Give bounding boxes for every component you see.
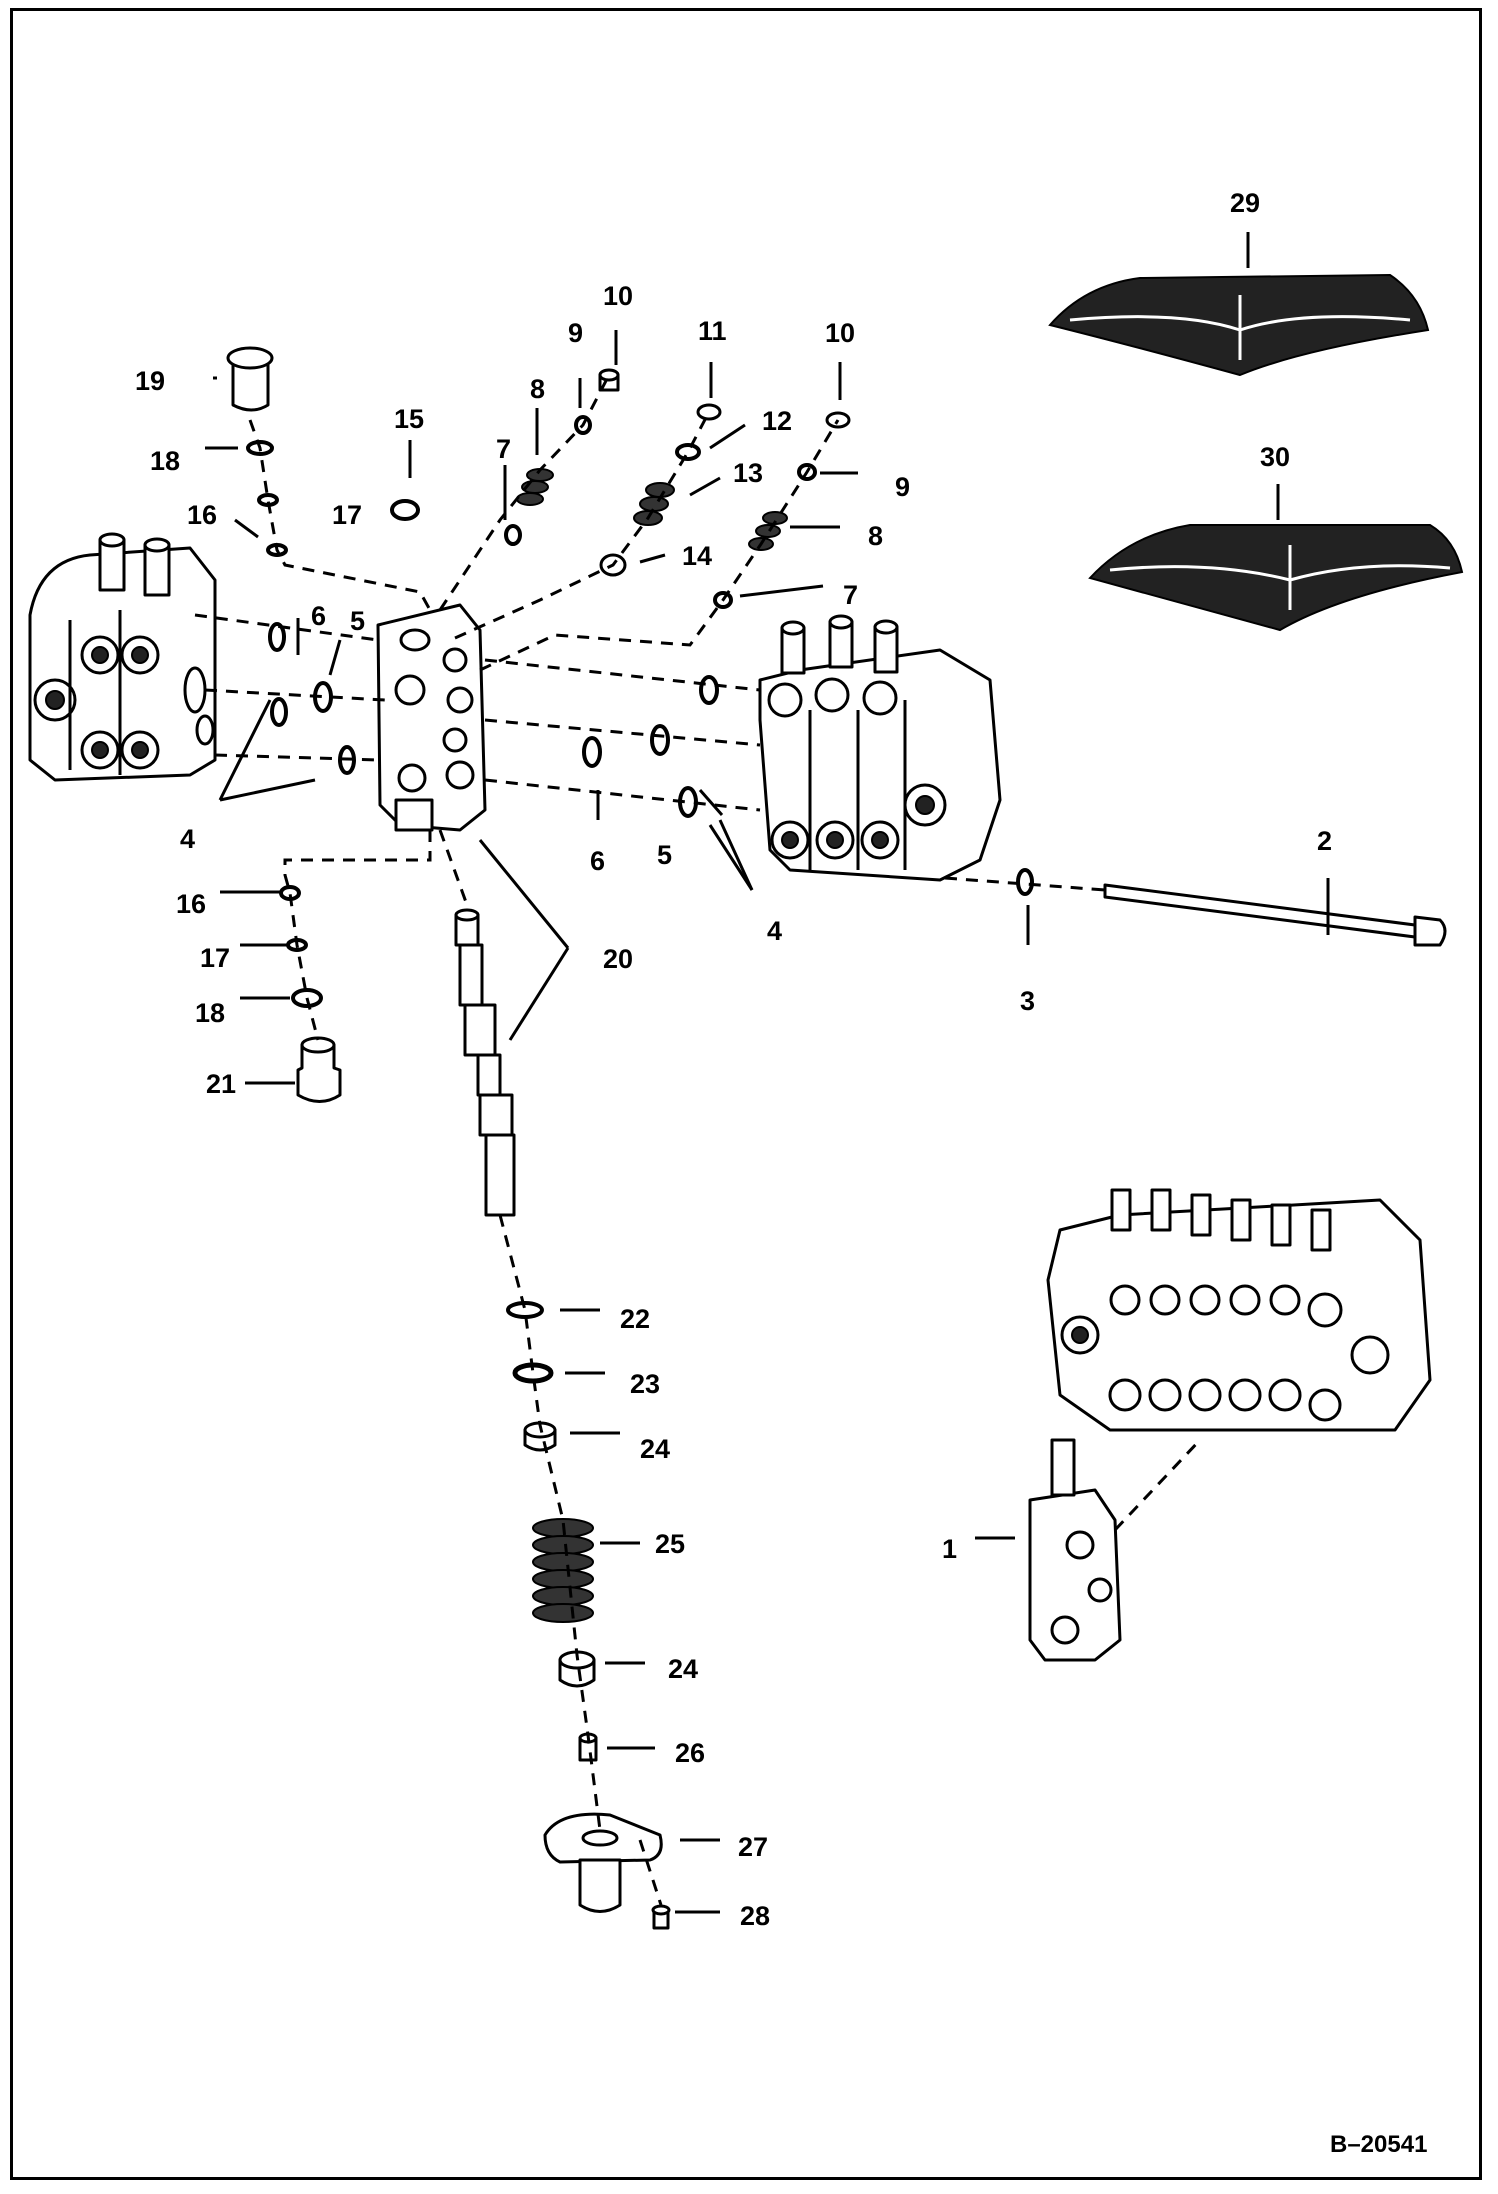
callout-19: 19	[135, 366, 165, 396]
callout-6: 6	[311, 601, 326, 631]
valve-section-left	[28, 532, 217, 782]
callout-23: 23	[630, 1369, 660, 1399]
callout-18b: 18	[195, 998, 225, 1028]
callout-9b: 9	[895, 472, 910, 502]
callout-17: 17	[332, 500, 362, 530]
decal-30	[1088, 524, 1464, 632]
callout-9: 9	[568, 318, 583, 348]
callout-30: 30	[1260, 442, 1290, 472]
callout-10: 10	[603, 281, 633, 311]
decal-29	[1048, 273, 1430, 377]
callout-27: 27	[738, 1832, 768, 1862]
callout-18: 18	[150, 446, 180, 476]
callout-25: 25	[655, 1529, 685, 1559]
callout-28: 28	[740, 1901, 770, 1931]
callout-26: 26	[675, 1738, 705, 1768]
callout-4: 4	[180, 824, 195, 854]
callout-6b: 6	[590, 846, 605, 876]
callouts: 29 30 19 18 16 17 15 7 8 9 10 11 12 13 1…	[135, 188, 1332, 1931]
callout-1: 1	[942, 1534, 957, 1564]
valve-section-right	[758, 614, 1002, 882]
callout-10b: 10	[825, 318, 855, 348]
callout-16b: 16	[176, 889, 206, 919]
callout-20: 20	[603, 944, 633, 974]
callout-13: 13	[733, 458, 763, 488]
callout-24b: 24	[668, 1654, 698, 1684]
callout-3: 3	[1020, 986, 1035, 1016]
callout-15: 15	[394, 404, 424, 434]
valve-section-1	[1028, 1438, 1202, 1662]
callout-22: 22	[620, 1304, 650, 1334]
drawing-reference-number: B–20541	[1330, 2131, 1427, 2158]
callout-2: 2	[1317, 826, 1332, 856]
callout-11: 11	[698, 316, 727, 346]
callout-12: 12	[762, 406, 792, 436]
tie-bolt-2	[944, 868, 1447, 947]
callout-17b: 17	[200, 943, 230, 973]
callout-5b: 5	[657, 840, 672, 870]
valve-section-center	[376, 603, 487, 832]
small-parts-top	[226, 346, 851, 1103]
callout-24: 24	[640, 1434, 670, 1464]
callout-29: 29	[1230, 188, 1260, 218]
callout-8: 8	[530, 374, 545, 404]
assembly-lines	[194, 374, 840, 1906]
callout-4b: 4	[767, 916, 782, 946]
callout-8b: 8	[868, 521, 883, 551]
callout-7: 7	[496, 434, 511, 464]
callout-21: 21	[206, 1069, 236, 1099]
lower-spool-hardware	[506, 1301, 671, 1930]
callout-16: 16	[187, 500, 217, 530]
leader-lines	[205, 232, 1330, 1914]
spool-20	[454, 908, 516, 1217]
valve-assembly-complete	[1046, 1188, 1432, 1432]
callout-5: 5	[350, 606, 365, 636]
callout-7b: 7	[843, 580, 858, 610]
callout-14: 14	[682, 541, 712, 571]
